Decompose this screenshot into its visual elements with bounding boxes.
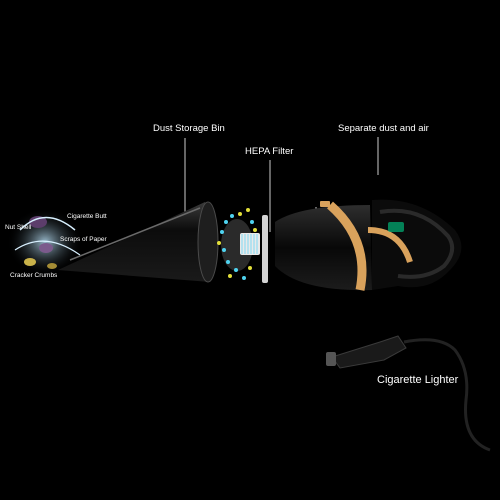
dust-storage-bin (58, 201, 219, 283)
debris-illustration (7, 208, 83, 276)
separate-dust-air-label: Separate dust and air (338, 123, 429, 134)
cigarette-lighter-label: Cigarette Lighter (377, 374, 459, 386)
cracker-crumbs-label: Cracker Crumbs (10, 272, 58, 279)
vacuum-body (275, 199, 462, 291)
dust-storage-bin-label: Dust Storage Bin (153, 123, 225, 134)
hepa-filter-label: HEPA Filter (245, 146, 294, 157)
hepa-filter (217, 208, 268, 283)
cigarette-lighter-plug (326, 335, 491, 452)
scraps-of-paper-label: Scraps of Paper (60, 236, 107, 243)
nut-shell-label: Nut Shell (5, 224, 32, 231)
cigarette-butt-label: Cigarette Butt (67, 213, 107, 220)
